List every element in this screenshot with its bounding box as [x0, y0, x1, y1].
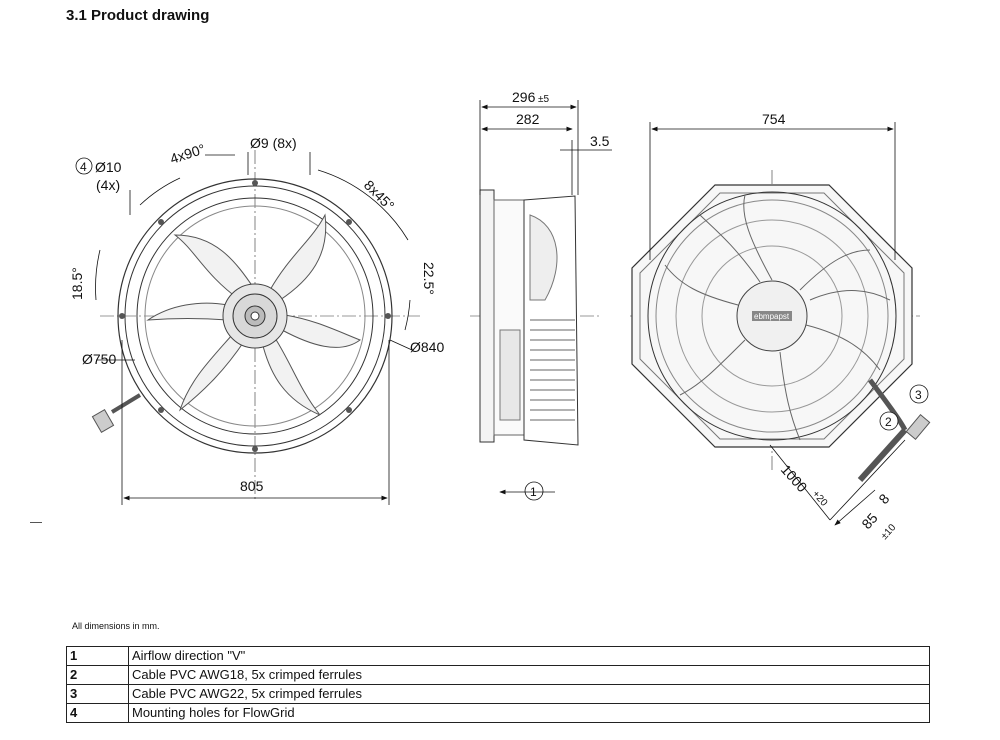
- svg-text:2: 2: [885, 415, 892, 429]
- table-row: 4 Mounting holes for FlowGrid: [66, 703, 930, 723]
- side-dimensions: [479, 100, 612, 495]
- dim-cable-strip: 8: [875, 490, 892, 507]
- dim-cable-end-tol: ±10: [879, 522, 899, 542]
- callout-1: 1: [524, 481, 544, 501]
- dim-flowgrid-hole: Ø10: [95, 159, 122, 175]
- back-cable: [857, 378, 931, 483]
- dim-back-width: 754: [762, 111, 786, 127]
- dim-depth: 282: [516, 111, 540, 127]
- dim-flowgrid-hole-count: (4x): [96, 177, 120, 193]
- legend-text: Cable PVC AWG18, 5x crimped ferrules: [128, 665, 930, 685]
- dim-angle-4x90: 4x90°: [168, 141, 207, 167]
- back-dimensions: [649, 122, 906, 526]
- impeller-blades: [146, 213, 362, 416]
- svg-text:ebmpapst: ebmpapst: [754, 312, 790, 321]
- svg-text:3: 3: [915, 388, 922, 402]
- product-drawing: 805 Ø9 (8x) Ø10 (4x) 4 4x90° 8x45° 18.5°…: [69, 89, 931, 542]
- legend-text: Mounting holes for FlowGrid: [128, 703, 930, 723]
- dim-hole-diameter: Ø9 (8x): [250, 135, 297, 151]
- dim-cable-end: 85: [858, 510, 880, 532]
- callout-4: 4: [75, 157, 93, 175]
- motor-fins: [530, 319, 575, 421]
- svg-text:1: 1: [530, 485, 537, 499]
- svg-text:4: 4: [80, 160, 87, 174]
- front-view: [91, 150, 420, 500]
- dim-depth-total: 296: [512, 89, 536, 105]
- dimensions-note: All dimensions in mm.: [72, 621, 160, 631]
- legend-table: 1 Airflow direction "V" 2 Cable PVC AWG1…: [66, 646, 930, 723]
- dim-front-width: 805: [240, 478, 264, 494]
- front-dimensions: [95, 152, 413, 505]
- table-row: 2 Cable PVC AWG18, 5x crimped ferrules: [66, 665, 930, 685]
- legend-number: 2: [66, 665, 129, 685]
- callout-3: 3: [909, 384, 929, 404]
- mounting-holes: [119, 180, 391, 452]
- dim-diameter-840: Ø840: [410, 339, 444, 355]
- dim-cable-length-tol: +20: [810, 489, 830, 509]
- dim-depth-total-tol: ±5: [538, 94, 549, 105]
- legend-text: Airflow direction "V": [128, 646, 930, 666]
- dim-diameter-750: Ø750: [82, 351, 116, 367]
- dim-angle-22-5: 22.5°: [421, 262, 437, 295]
- legend-text: Cable PVC AWG22, 5x crimped ferrules: [128, 684, 930, 704]
- brand-mark: ebmpapst: [752, 311, 792, 321]
- dim-angle-8x45: 8x45°: [361, 177, 398, 214]
- legend-number: 1: [66, 646, 129, 666]
- dim-angle-18-5: 18.5°: [69, 267, 85, 300]
- legend-number: 4: [66, 703, 129, 723]
- table-row: 3 Cable PVC AWG22, 5x crimped ferrules: [66, 684, 930, 704]
- back-guard-spokes: [664, 194, 891, 441]
- dim-flange: 3.5: [590, 133, 610, 149]
- margin-mark: [30, 522, 42, 523]
- table-row: 1 Airflow direction "V": [66, 646, 930, 666]
- section-title: 3.1 Product drawing: [66, 7, 210, 24]
- callout-2: 2: [879, 411, 899, 431]
- side-view: [470, 189, 600, 446]
- legend-number: 3: [66, 684, 129, 704]
